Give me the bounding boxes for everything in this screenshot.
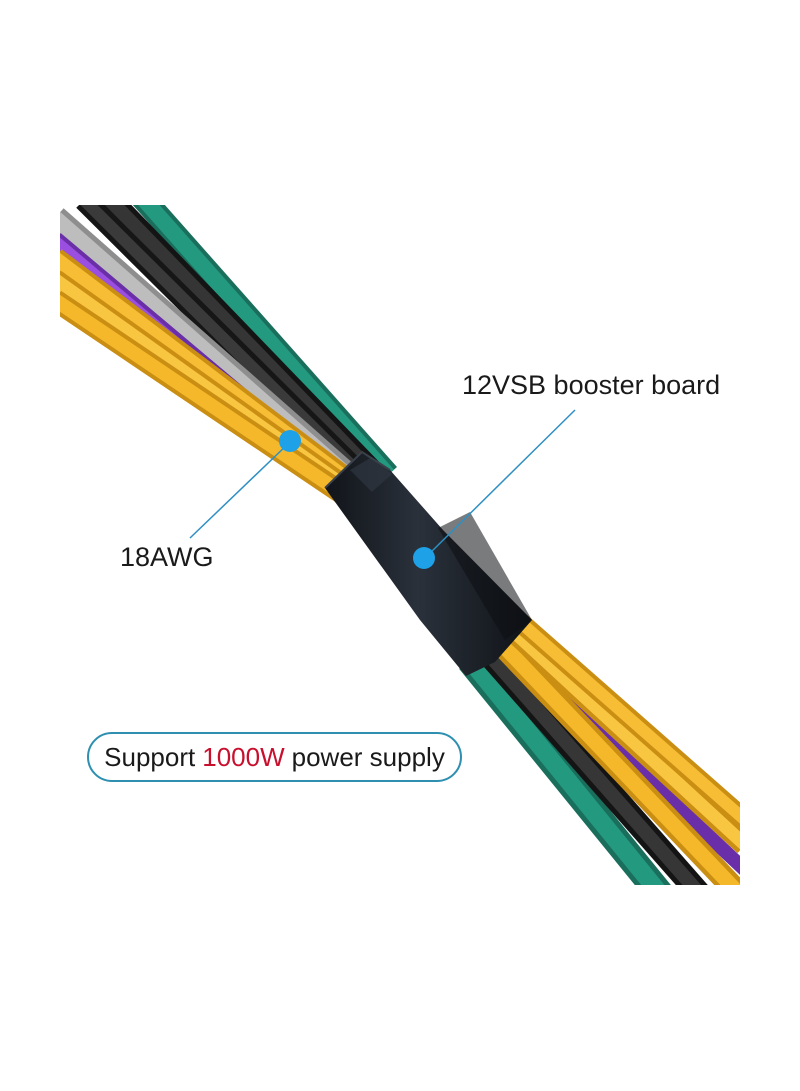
- badge-suffix: power supply: [291, 741, 445, 772]
- badge-prefix: Support: [104, 741, 196, 772]
- booster-callout-dot: [413, 547, 435, 569]
- badge-wattage: 1000W: [202, 741, 285, 772]
- callout-awg: [189, 430, 301, 539]
- lower-wires: [459, 614, 740, 885]
- wire-gauge-label: 18AWG: [120, 542, 214, 572]
- booster-board-label: 12VSB booster board: [462, 370, 721, 400]
- power-support-badge: Support 1000W power supply: [87, 732, 462, 782]
- upper-wires: [60, 205, 397, 506]
- awg-callout-dot: [279, 430, 301, 452]
- callout-booster: [413, 409, 576, 569]
- wire-bundle: [60, 205, 740, 885]
